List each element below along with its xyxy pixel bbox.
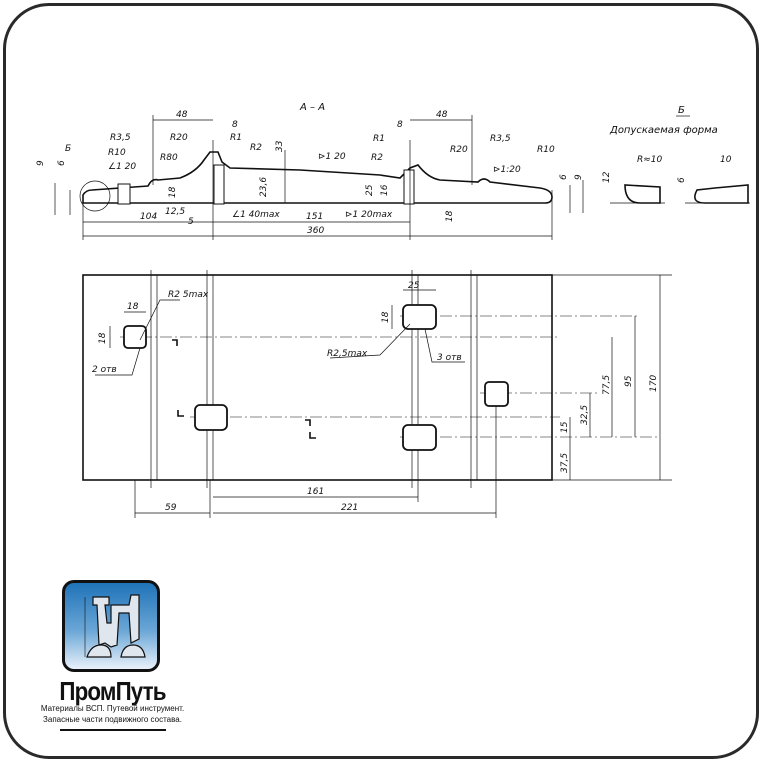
- dim-r3-5-right: R3,5: [490, 134, 511, 144]
- dim-r10-right: R10: [537, 145, 555, 155]
- dim-77-5: 77,5: [602, 375, 612, 395]
- dim-r2-left: R2: [250, 143, 262, 153]
- dim-48-left: 48: [176, 110, 188, 120]
- holes-3-label: 3 отв: [437, 353, 462, 363]
- brand-name: ПромПуть: [59, 676, 166, 706]
- dim-15: 15: [560, 421, 570, 433]
- dim-12-5: 12,5: [165, 207, 185, 217]
- company-logo: [62, 580, 160, 672]
- dim-18-right: 18: [445, 210, 455, 222]
- dim-slope-left: ∠1 20: [108, 162, 136, 172]
- dim-161: 161: [307, 487, 324, 497]
- dim-slope-20max: ⊳1 20max: [345, 210, 393, 220]
- callout-b: Б: [65, 144, 71, 154]
- dim-5: 5: [188, 217, 194, 227]
- dim-59: 59: [165, 503, 177, 513]
- dim-18-width: 18: [127, 302, 139, 312]
- dim-9-left: 9: [36, 160, 46, 166]
- dim-r20-right: R20: [450, 145, 468, 155]
- dim-23-6: 23,6: [259, 177, 269, 197]
- dim-r1-left: R1: [230, 133, 242, 143]
- dim-221: 221: [341, 503, 358, 513]
- detail-caption: Допускаемая форма: [609, 125, 718, 136]
- dim-360: 360: [307, 226, 324, 236]
- dim-18-height: 18: [98, 332, 108, 344]
- section-view: А – А 48 8 48 8 R3,5 R10 R20 R1 R2 R80 ∠…: [36, 102, 584, 240]
- brand-underline: [60, 729, 166, 731]
- dim-r3-5-left: R3,5: [110, 133, 131, 143]
- dim-104: 104: [140, 212, 157, 222]
- detail-label: Б: [678, 105, 685, 116]
- dim-r80: R80: [160, 153, 178, 163]
- dim-25: 25: [408, 281, 420, 291]
- plan-view: 18 18 R2 5max 2 отв 25 18 R2,5max 3 отв …: [82, 270, 672, 518]
- dim-8-left: 8: [232, 120, 238, 130]
- rail-tool-logo-icon: [84, 594, 146, 658]
- page-frame: [3, 3, 759, 759]
- dim-r2-right: R2: [371, 153, 383, 163]
- dim-95: 95: [624, 375, 634, 387]
- dim-16: 16: [380, 184, 390, 196]
- dim-slope-40max: ∠1 40max: [232, 210, 280, 220]
- detail-b: Б Допускаемая форма R≈10 12 6 10: [602, 105, 750, 204]
- section-title: А – А: [299, 102, 325, 113]
- dim-6-right: 6: [559, 174, 569, 180]
- dim-8-right: 8: [397, 120, 403, 130]
- hole: [402, 304, 437, 330]
- dim-170: 170: [649, 375, 659, 392]
- dim-6-left: 6: [57, 160, 67, 166]
- hole: [484, 381, 509, 407]
- detail-b-callout-circle: [79, 180, 111, 212]
- dim-slope-right: ⊳1:20: [493, 165, 521, 175]
- detail-dim-12: 12: [602, 171, 612, 183]
- dim-151: 151: [306, 212, 323, 222]
- dim-slope-mid: ⊳1 20: [318, 152, 346, 162]
- brand-tagline-1: Материалы ВСП. Путевой инструмент.: [40, 704, 185, 713]
- holes-2-label: 2 отв: [92, 365, 117, 375]
- dim-48-right: 48: [436, 110, 448, 120]
- hole: [194, 404, 228, 431]
- dim-r20-left: R20: [170, 133, 188, 143]
- dim-9-right: 9: [574, 174, 584, 180]
- plate-outline: [82, 274, 553, 481]
- dim-r25max: R2 5max: [168, 290, 209, 300]
- detail-dim-10: 10: [720, 155, 732, 165]
- detail-dim-6: 6: [677, 177, 687, 183]
- dim-18-left: 18: [168, 186, 178, 198]
- dim-r10-left: R10: [108, 148, 126, 158]
- detail-r10: R≈10: [637, 155, 663, 165]
- hole: [123, 325, 147, 349]
- hole: [402, 424, 437, 451]
- brand-tagline-2: Запасные части подвижного состава.: [43, 715, 182, 724]
- dim-25: 25: [365, 184, 375, 196]
- dim-r1-right: R1: [373, 134, 385, 144]
- dim-37-5: 37,5: [560, 453, 570, 473]
- dim-32-5: 32,5: [580, 405, 590, 425]
- section-profile: [82, 151, 553, 204]
- dim-18-height-2: 18: [381, 311, 391, 323]
- dim-33: 33: [275, 140, 285, 152]
- dim-r2-5max: R2,5max: [327, 349, 368, 359]
